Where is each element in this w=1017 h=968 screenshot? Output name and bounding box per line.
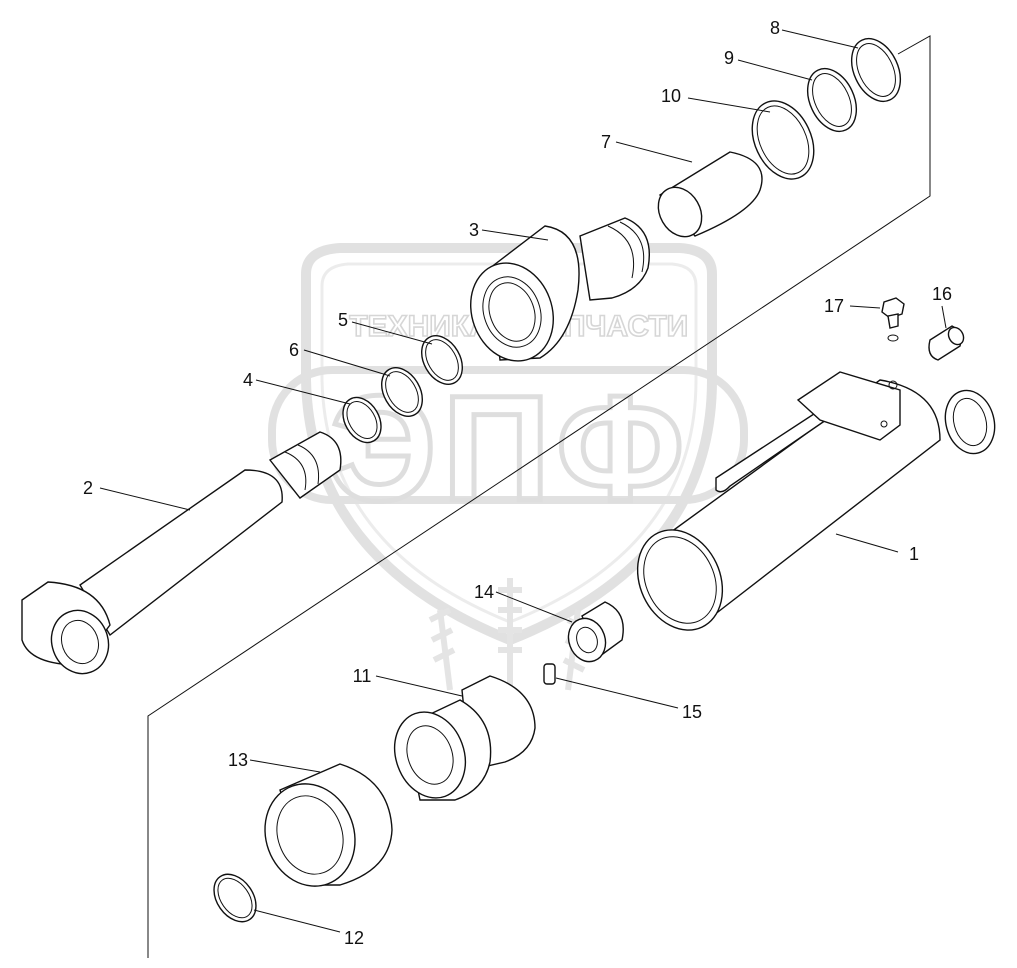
assembly-frame [147,35,931,958]
callout-17: 17 [824,296,844,316]
part-13-sleeve [264,763,393,887]
watermark-company-text: ТЕХНИКА [349,310,491,343]
callout-1: 1 [909,544,919,564]
callout-14: 14 [474,582,494,602]
part-17-bolt [881,297,905,342]
callout-10: 10 [661,86,681,106]
callout-12: 12 [344,928,364,948]
part-3-gland [470,217,650,362]
callout-4: 4 [243,370,253,390]
part-5-seal [421,335,463,385]
callout-8: 8 [770,18,780,38]
callout-7: 7 [601,132,611,152]
callout-2: 2 [83,478,93,498]
part-1-barrel [636,371,996,631]
part-15-dowel [543,663,556,685]
part-12-ring [213,873,257,923]
callout-5: 5 [338,310,348,330]
callout-labels: 8 9 10 7 3 5 6 4 2 1 17 16 14 15 11 13 1… [83,18,952,948]
callout-11: 11 [353,666,372,686]
part-2-rod [21,431,342,675]
part-7-piston [657,151,763,238]
leader-lines [99,29,947,933]
part-11-head [393,675,536,801]
callout-9: 9 [724,48,734,68]
part-14-bushing [567,601,624,663]
part-4-seal [342,396,382,444]
part-10-ring [751,100,815,180]
part-8-ring [850,37,902,103]
callout-15: 15 [682,702,702,722]
callout-16: 16 [932,284,952,304]
part-16-pin [928,325,965,361]
callout-6: 6 [289,340,299,360]
part-6-seal [381,367,423,417]
callout-3: 3 [469,220,479,240]
callout-13: 13 [228,750,248,770]
part-9-ring [806,67,858,133]
